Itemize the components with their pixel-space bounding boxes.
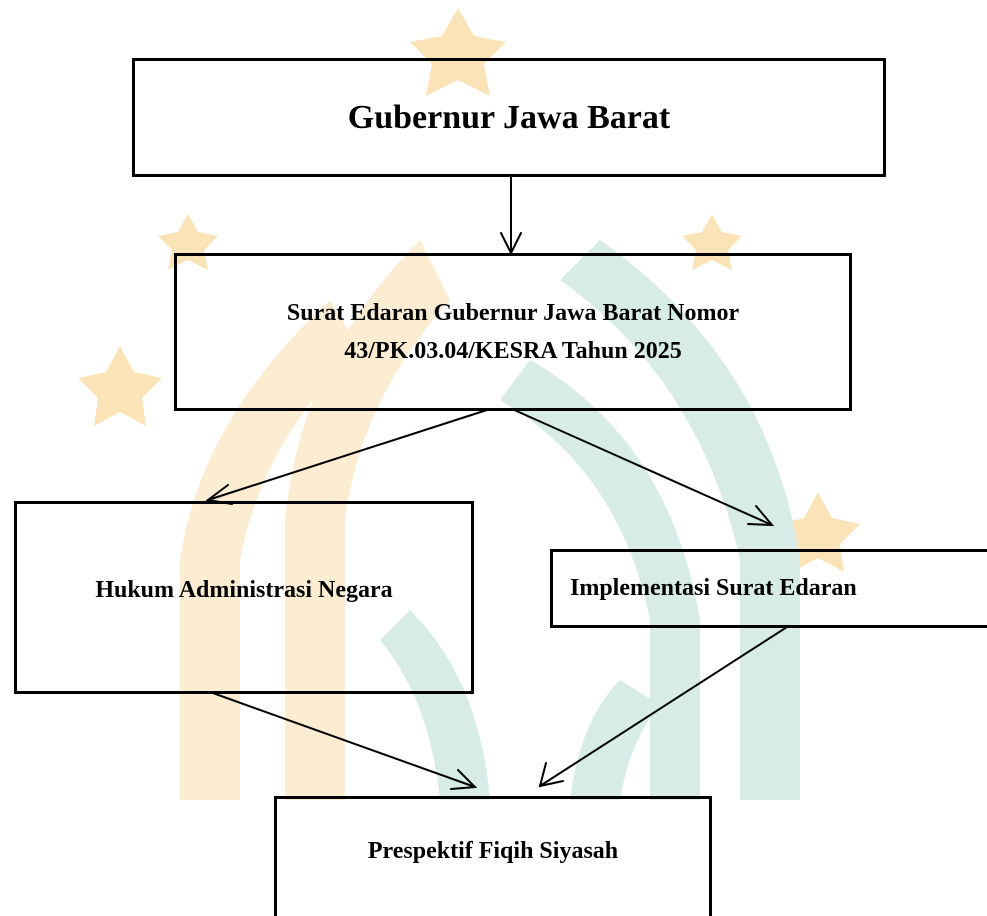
watermark-star-icon [682,214,742,270]
node-prespektif-fiqih-siyasah: Prespektif Fiqih Siyasah [274,796,712,916]
watermark-star-icon [410,8,506,96]
node-label-line-2: 43/PK.03.04/KESRA Tahun 2025 [344,338,682,364]
arrow-hukum-to-fiqih [209,691,478,790]
arrow-surat-to-implementasi [511,408,775,527]
watermark-star-icon [78,346,162,426]
node-label: Surat Edaran Gubernur Jawa Barat Nomor 4… [287,294,739,370]
node-label: Hukum Administrasi Negara [95,577,393,603]
watermark-arch-teal [560,240,800,800]
node-hukum-administrasi-negara: Hukum Administrasi Negara [14,501,474,694]
node-label: Implementasi Surat Edaran [570,575,857,601]
node-label: Gubernur Jawa Barat [347,98,671,136]
node-implementasi-surat-edaran: Implementasi Surat Edaran [550,549,987,628]
watermark-star-icon [158,214,218,270]
watermark-arch-teal [500,360,700,800]
watermark-arch-orange [285,240,450,800]
node-label-line-1: Surat Edaran Gubernur Jawa Barat Nomor [286,300,740,326]
arrow-gubernur-to-surat [500,176,522,256]
watermark-arch-teal [570,680,660,800]
node-gubernur-jawa-barat: Gubernur Jawa Barat [132,58,886,177]
watermark-arch-orange [180,300,360,800]
watermark-arch-teal [380,610,490,800]
node-surat-edaran: Surat Edaran Gubernur Jawa Barat Nomor 4… [174,253,852,411]
arrow-surat-to-hukum [205,408,491,505]
arrow-implementasi-to-fiqih [538,626,788,788]
node-label: Prespektif Fiqih Siyasah [367,838,619,864]
